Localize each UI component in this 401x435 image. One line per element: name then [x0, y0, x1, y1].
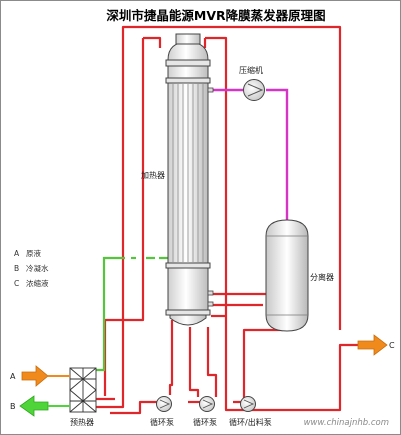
condensate-pipe [92, 256, 125, 372]
pump-2-label: 循环泵 [193, 417, 217, 427]
watermark: www.chinajnhb.com [304, 418, 389, 428]
discharge-arrow-icon [19, 395, 49, 417]
heater-top-nozzle [175, 33, 201, 45]
pipe-pump2-in [188, 327, 200, 397]
compressor-symbol [247, 83, 264, 97]
heater-top-dome [167, 41, 209, 61]
legend-key-b: B [14, 264, 19, 273]
pipe-feed-riser [103, 36, 162, 396]
feed-arrow-a [21, 365, 70, 387]
heater-bottom-flange [165, 309, 211, 316]
pipe-top-right [195, 25, 342, 330]
heater-label: 加热器 [141, 170, 165, 180]
feed-arrow-icon [21, 365, 49, 387]
compressor-label: 压缩机 [239, 65, 263, 75]
heater [165, 33, 214, 326]
heater-bottom-cone [169, 314, 207, 326]
pump-1-label: 循环泵 [150, 417, 174, 427]
compressor-lines [211, 88, 289, 220]
heater-top-chamber [167, 65, 209, 79]
separator [265, 219, 309, 332]
concentrate-arrow-icon [357, 334, 388, 356]
separator-label: 分离器 [310, 272, 334, 282]
heater-top-flange [165, 59, 211, 67]
legend-key-c: C [14, 279, 19, 288]
heater-side-nozzle-2 [207, 301, 214, 307]
legend-text-a: 原液 [26, 248, 41, 258]
pipe-separator-return [233, 328, 283, 404]
compressor [243, 79, 265, 101]
port-c-label: C [389, 341, 395, 350]
separator-vessel [265, 219, 309, 332]
heater-side-nozzle-1 [207, 290, 214, 296]
pipe-to-concentrate [248, 343, 358, 412]
heater-tube-sheet-top [165, 77, 211, 84]
legend-key-a: A [14, 249, 20, 258]
discharge-arrow-b [19, 395, 70, 417]
pump-1 [156, 396, 172, 412]
heater-vapor-nozzle [207, 87, 214, 93]
diagram-title: 深圳市捷晶能源MVR降膜蒸发器原理图 [106, 8, 325, 23]
legend-text-b: 冷凝水 [26, 263, 49, 273]
pump-3-label: 循环/出料泵 [229, 417, 272, 427]
heater-tubes [172, 84, 204, 262]
port-b-label: B [10, 402, 16, 411]
pipe-left-riser [92, 25, 195, 409]
preheater [69, 367, 97, 413]
legend: A 原液 B 冷凝水 C 浓缩液 [14, 248, 49, 288]
circulation-lines [92, 25, 358, 415]
pipe-pump1-in [168, 320, 174, 395]
pump-3 [240, 396, 256, 412]
preheater-hatch [69, 367, 97, 413]
heater-bottom-chamber [167, 267, 209, 311]
preheater-label: 预热器 [70, 417, 94, 427]
compressor-suction-pipe [266, 88, 289, 220]
concentrate-arrow-c [357, 334, 388, 356]
condensate-lines [92, 256, 170, 372]
heater-tube-sheet-bottom [165, 262, 211, 269]
port-a-label: A [10, 372, 16, 381]
pump-2 [199, 396, 215, 412]
pipe-right-riser [203, 36, 228, 402]
pipe-pump1-out [110, 400, 160, 415]
pipe-pump3-riser [206, 327, 218, 397]
legend-text-c: 浓缩液 [26, 278, 49, 288]
pipe-pump3-out [224, 402, 248, 412]
